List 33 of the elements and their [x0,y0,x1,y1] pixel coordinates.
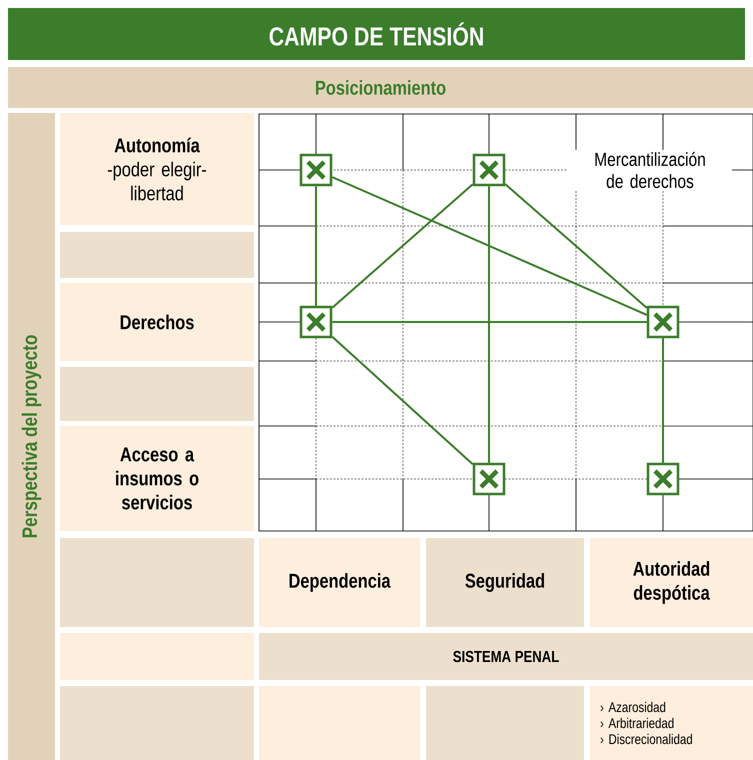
heading-band: Posicionamiento [8,67,753,108]
connector-line [315,186,317,306]
marker-box [646,462,680,496]
marker-box [472,462,506,496]
title-band: CAMPO DE TENSIÓN [8,8,745,60]
empty-cell [60,633,254,680]
table-cell: Dependencia [259,538,420,627]
table-cell: Autoridad despótica [590,538,753,627]
marker-box [300,154,332,186]
connector-line [332,176,648,316]
connector-line [504,183,648,309]
table-cell: Seguridad [426,538,584,627]
connector-line [332,321,647,323]
empty-cell [60,232,254,278]
empty-cell [60,686,254,760]
marker-box [300,306,332,338]
connector-line [332,184,474,308]
empty-cell [60,367,254,421]
connector-line [662,338,664,463]
empty-cell [60,538,254,627]
empty-cell [426,686,584,760]
side-band: Perspectiva del proyecto [8,113,55,760]
connector-line [332,336,474,466]
table-cell: Acceso a insumos o servicios [60,426,254,531]
marker-box [472,154,506,186]
table-cell: › Azarosidad › Arbitrariedad › Discrecionalidad [590,686,753,760]
connector-line [488,186,490,463]
table-cell: Autonomía -poder elegir- libertad [60,113,254,225]
table-cell: Derechos [60,283,254,361]
marker-box [646,306,680,338]
grid-label: Mercantilización de derechos [568,150,732,190]
table-cell: SISTEMA PENAL [259,633,753,680]
empty-cell [259,686,420,760]
